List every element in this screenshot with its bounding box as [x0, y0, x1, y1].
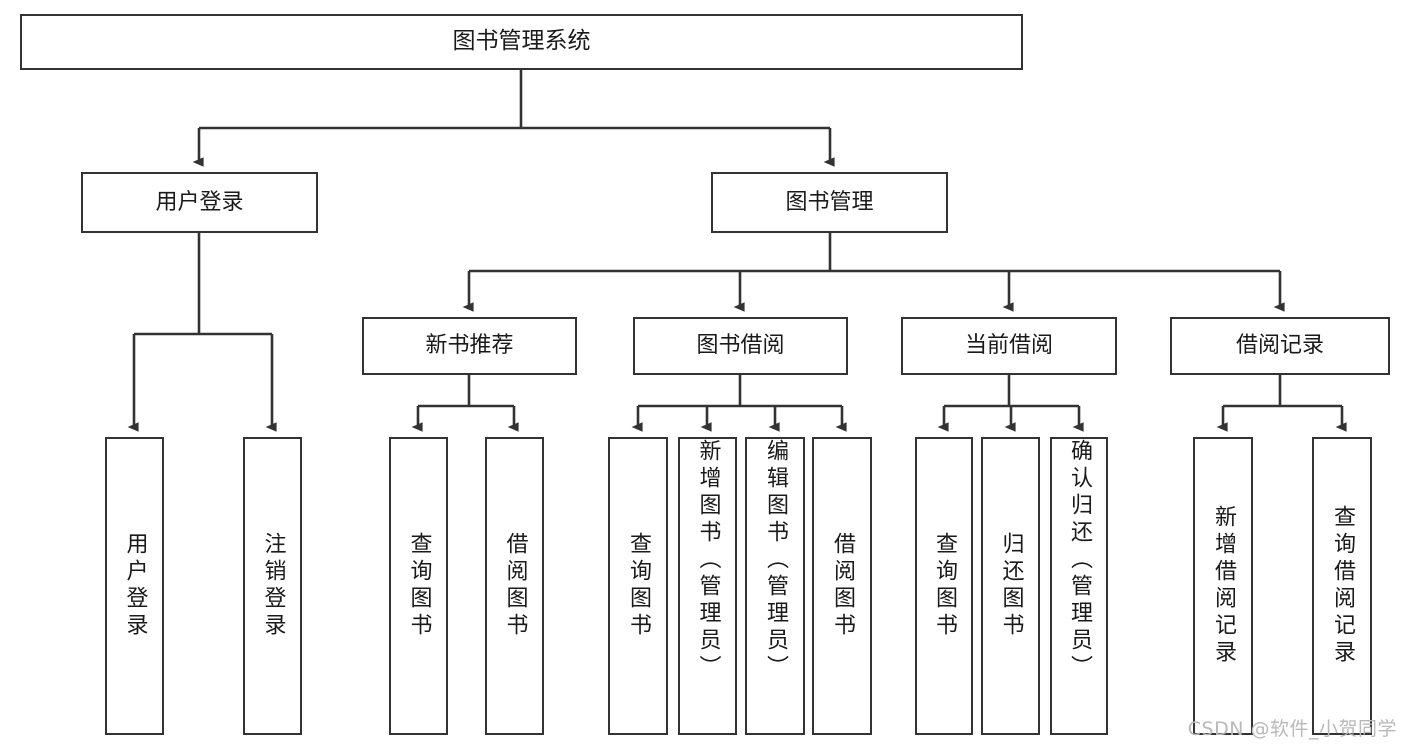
watermark-text: CSDN @软件_小贺同学 — [1187, 718, 1397, 740]
node-leaf-query-book-borrow[interactable]: 查询图书 — [608, 437, 668, 735]
node-label: 查询图书 — [932, 532, 957, 640]
node-leaf-query-book-current[interactable]: 查询图书 — [915, 437, 973, 735]
node-label: 借阅记录 — [1235, 333, 1324, 359]
node-leaf-confirm-return[interactable]: 确认归还（管理员） — [1050, 437, 1108, 735]
node-leaf-query-book-recommend[interactable]: 查询图书 — [389, 437, 448, 735]
node-leaf-query-borrow-record[interactable]: 查询借阅记录 — [1312, 437, 1372, 735]
node-label: 编辑图书（管理员） — [763, 439, 788, 682]
node-label: 借阅图书 — [502, 532, 528, 640]
node-label: 用户登录 — [155, 189, 244, 215]
node-book-borrow[interactable]: 图书借阅 — [633, 317, 848, 375]
node-leaf-edit-book[interactable]: 编辑图书（管理员） — [745, 437, 805, 735]
node-user-login[interactable]: 用户登录 — [81, 172, 318, 233]
node-label: 新增图书（管理员） — [695, 439, 721, 682]
node-root-book-management-system[interactable]: 图书管理系统 — [20, 14, 1023, 70]
node-label: 图书管理 — [785, 189, 874, 215]
node-label: 图书借阅 — [696, 333, 785, 359]
node-leaf-add-book[interactable]: 新增图书（管理员） — [678, 437, 737, 735]
node-borrow-record[interactable]: 借阅记录 — [1170, 317, 1390, 375]
node-label: 注销登录 — [260, 532, 286, 640]
node-leaf-borrow-book[interactable]: 借阅图书 — [812, 437, 872, 735]
node-book-management[interactable]: 图书管理 — [711, 172, 948, 233]
node-leaf-add-borrow-record[interactable]: 新增借阅记录 — [1193, 437, 1253, 735]
node-label: 当前借阅 — [964, 333, 1053, 359]
node-current-borrow[interactable]: 当前借阅 — [901, 317, 1117, 375]
node-label: 确认归还（管理员） — [1067, 439, 1092, 682]
node-label: 借阅图书 — [830, 532, 855, 640]
node-leaf-logout-login[interactable]: 注销登录 — [243, 437, 302, 735]
node-label: 图书管理系统 — [452, 28, 591, 55]
node-new-book-recommend[interactable]: 新书推荐 — [362, 317, 577, 375]
node-leaf-return-book[interactable]: 归还图书 — [981, 437, 1040, 735]
node-label: 查询图书 — [406, 532, 432, 640]
node-leaf-borrow-book-recommend[interactable]: 借阅图书 — [485, 437, 544, 735]
node-label: 用户登录 — [122, 532, 148, 640]
node-leaf-user-login[interactable]: 用户登录 — [105, 437, 164, 735]
node-label: 新增借阅记录 — [1211, 505, 1236, 667]
node-label: 新书推荐 — [425, 333, 514, 359]
node-label: 查询图书 — [626, 532, 651, 640]
node-label: 归还图书 — [998, 532, 1024, 640]
node-label: 查询借阅记录 — [1330, 505, 1355, 667]
